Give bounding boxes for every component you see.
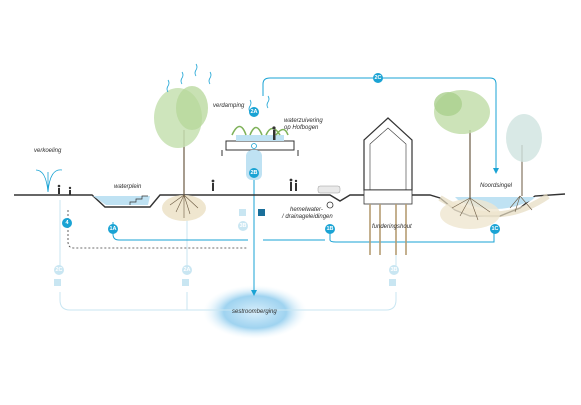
arrow-head bbox=[251, 290, 257, 296]
badge-3b-faded: 3B bbox=[238, 221, 248, 231]
badge-1c: 1C bbox=[490, 224, 500, 234]
badge-2c-faded: 2C bbox=[54, 265, 64, 275]
label-funderingshout: funderingshout bbox=[372, 224, 412, 230]
roots bbox=[169, 194, 533, 221]
tree-center bbox=[154, 86, 208, 196]
label-sestroomberging: sestroomberging bbox=[232, 309, 277, 315]
car bbox=[317, 185, 341, 194]
evaporation-squiggles bbox=[166, 63, 270, 113]
badge-2a-faded: 2A bbox=[182, 265, 192, 275]
label-drainageleidingen: / drainageleidingen bbox=[282, 214, 333, 220]
badge-2c: 2C bbox=[373, 73, 383, 83]
fountain bbox=[35, 169, 63, 193]
waterplein-steps bbox=[129, 195, 148, 205]
label-op-hofbogen: op Hofbogen bbox=[284, 125, 319, 131]
label-waterplein: waterplein bbox=[114, 184, 142, 190]
label-verdamping: verdamping bbox=[213, 103, 245, 109]
label-noordsingel: Noordsingel bbox=[480, 183, 513, 189]
legend-squares bbox=[54, 209, 396, 286]
waterplein-water bbox=[93, 196, 150, 205]
badge-1b: 1B bbox=[325, 224, 335, 234]
drainage-pipe bbox=[326, 201, 334, 209]
badge-4: 4 bbox=[62, 218, 72, 228]
people bbox=[57, 126, 298, 195]
tree-far-right bbox=[506, 114, 542, 196]
arrow-head bbox=[493, 168, 499, 174]
label-hemelwater: hemelwater- bbox=[290, 207, 323, 213]
badge-2b: 2B bbox=[249, 168, 259, 178]
label-verkoeling: verkoeling bbox=[34, 148, 62, 154]
foundation-piles bbox=[369, 204, 407, 255]
badge-2a: 2A bbox=[249, 107, 259, 117]
label-waterzuivering: waterzuivering bbox=[284, 118, 323, 124]
tree-right bbox=[434, 90, 490, 198]
dashed-flow-line bbox=[67, 210, 248, 249]
hofbogen-structure bbox=[221, 125, 299, 180]
groundwater-storage-cloud bbox=[203, 285, 307, 339]
badge-1a: 1A bbox=[108, 224, 118, 234]
house bbox=[363, 117, 413, 205]
badge-3b-faded: 3B bbox=[389, 265, 399, 275]
